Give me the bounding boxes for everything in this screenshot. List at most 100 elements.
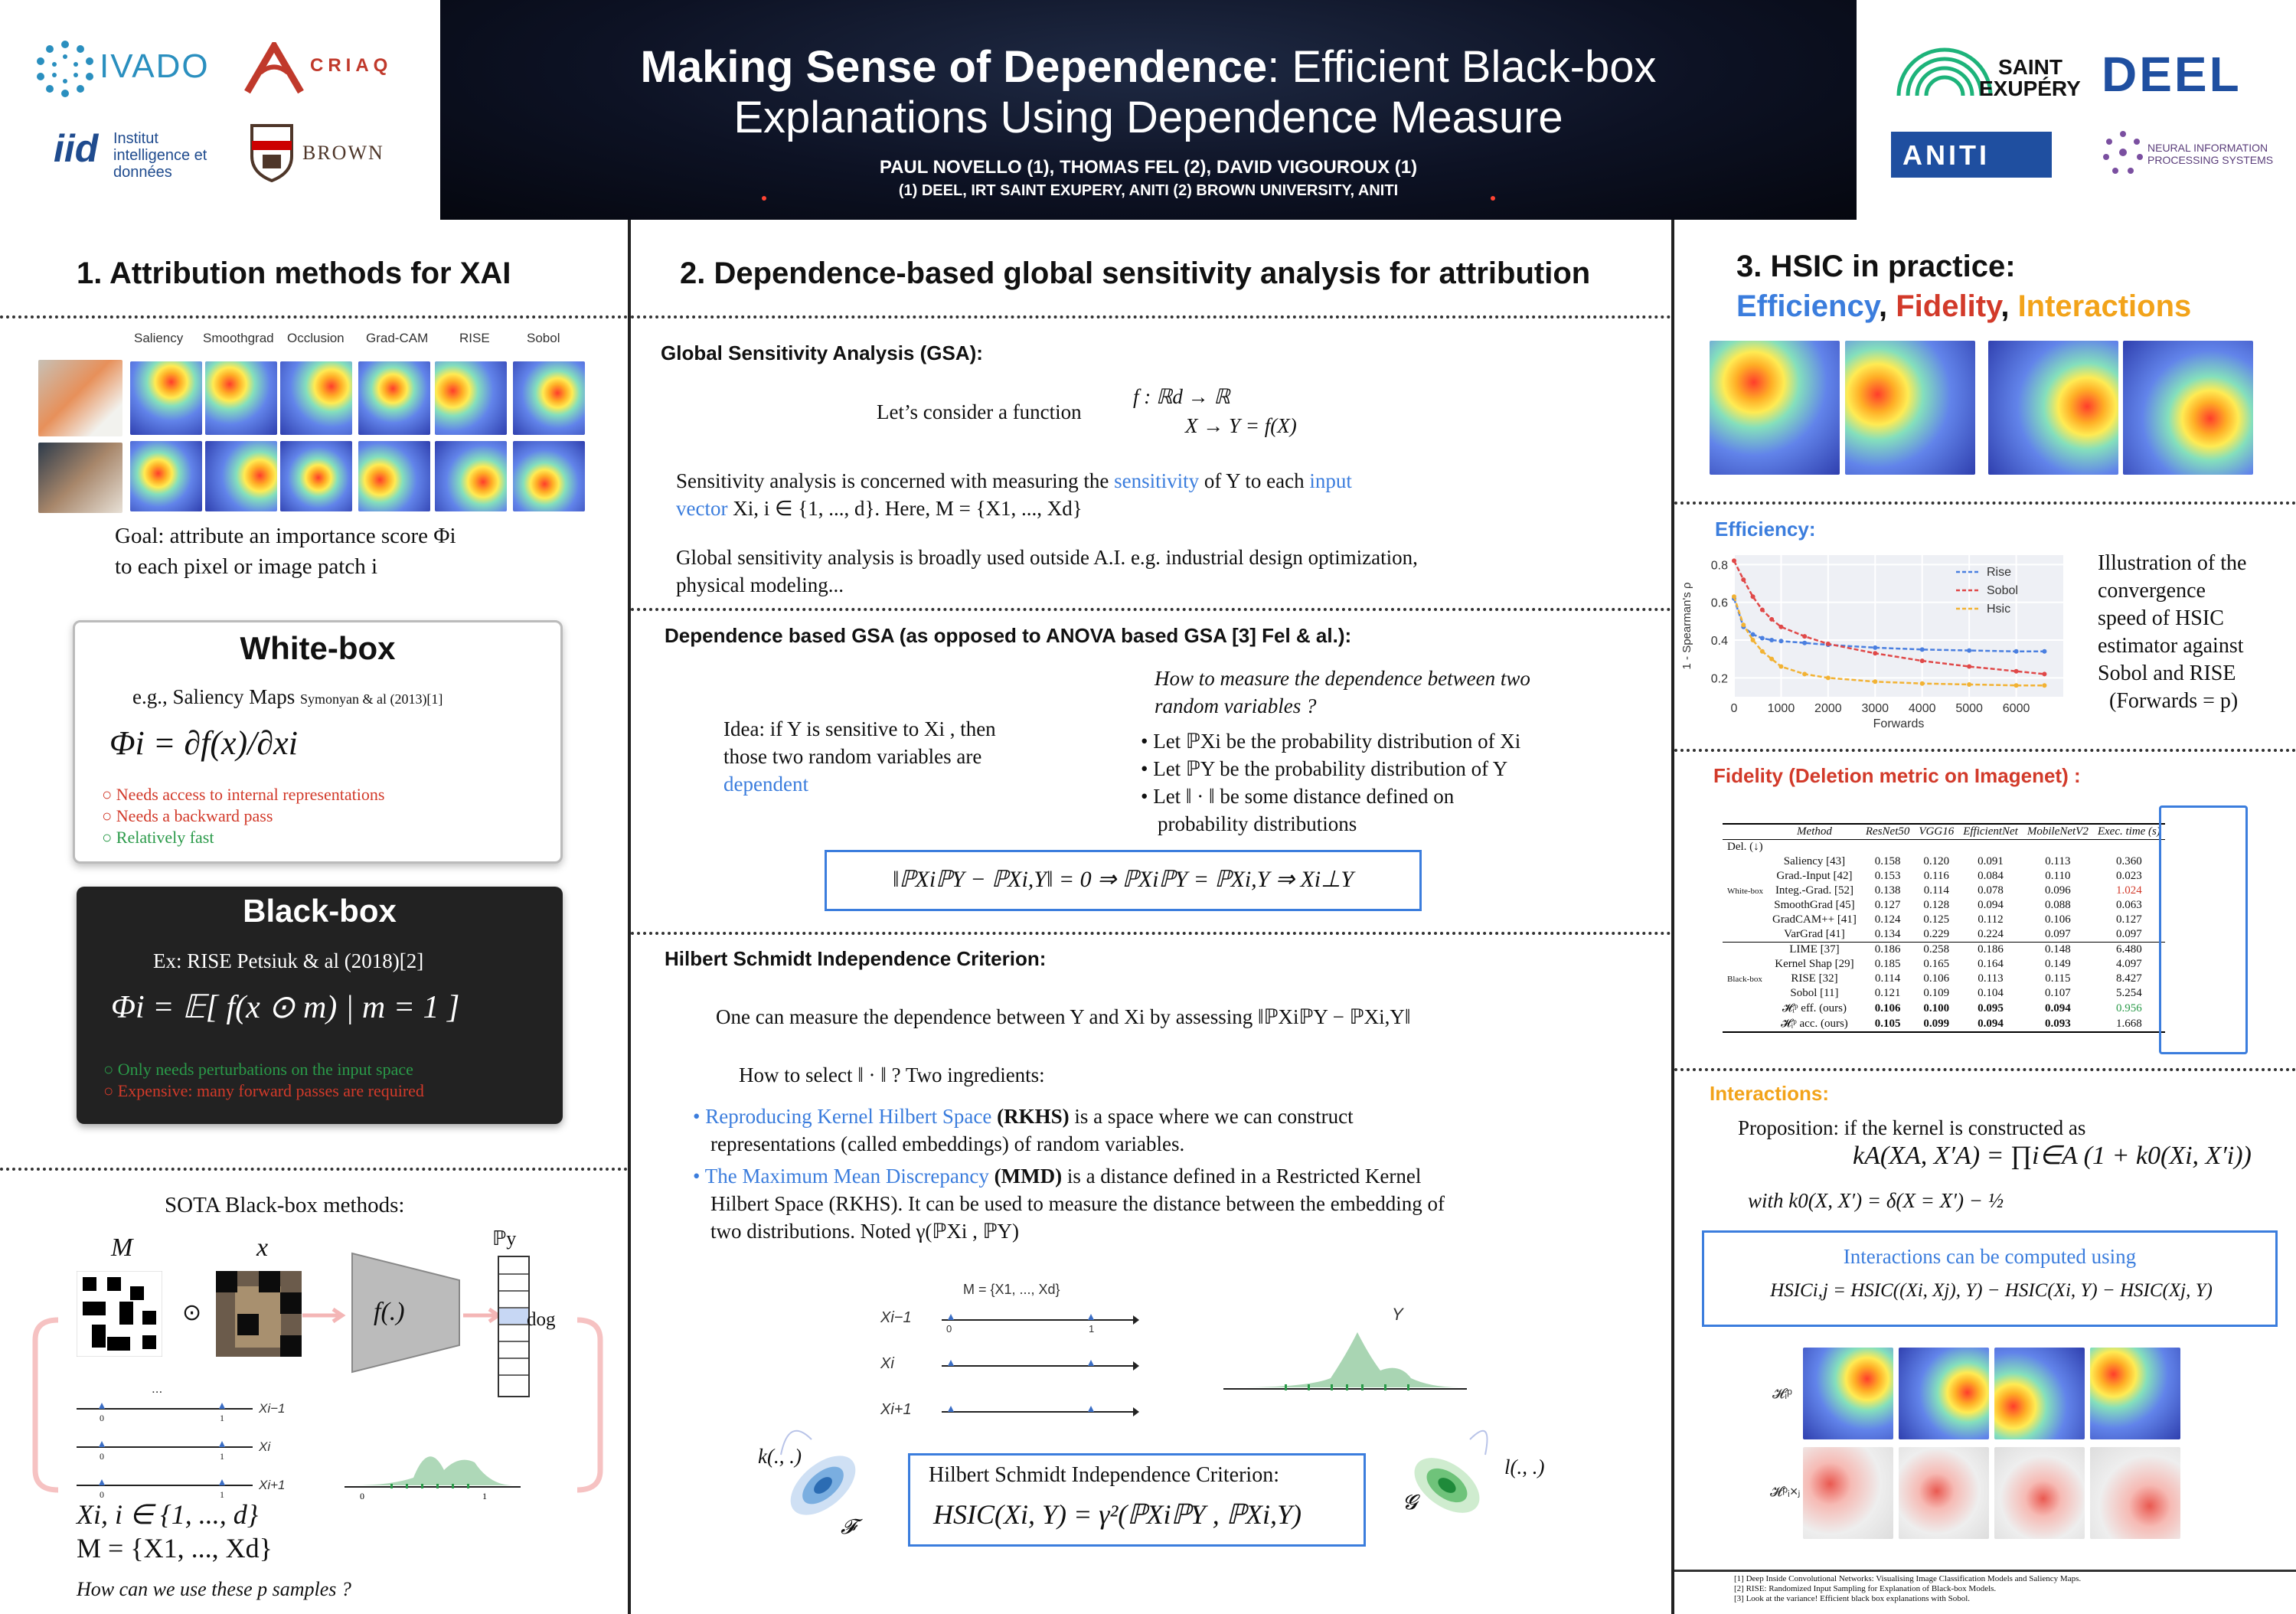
plot-area: [1734, 555, 2063, 697]
table-cell: 0.093: [2044, 1017, 2071, 1030]
ellipsis: ...: [152, 1381, 163, 1396]
input-label: x: [256, 1233, 269, 1262]
how-bullet2: • Let ℙY be the probability distribution…: [1141, 757, 1508, 780]
masked-dog-image: [216, 1271, 302, 1357]
saint-logo: SAINT: [1998, 55, 2062, 79]
xi-label: Xi: [259, 1439, 271, 1454]
m-set-label: M = {X1, ..., Xd}: [963, 1282, 1060, 1297]
table-cell: 5.254: [2115, 987, 2142, 999]
right-logos: SAINT EXUPÉRY DEEL ANITI NEURAL INFORMAT…: [1857, 0, 2296, 220]
kernel-with: with k0(X, X′) = δ(X = X′) − ½: [1748, 1189, 2004, 1212]
whitebox-card: White-box e.g., Saliency Maps Symonyan &…: [73, 620, 563, 864]
table-header-cell: ResNet50: [1865, 825, 1910, 838]
table-cell: [1723, 854, 1768, 869]
table-cell: 0.956: [2115, 1001, 2142, 1014]
y-tick-label: 0.8: [1711, 559, 1728, 572]
exupery-logo: EXUPÉRY: [1979, 77, 2081, 100]
blackbox-formula: Φi = 𝔼[ f(x ⊙ m) | m = 1 ]: [111, 990, 460, 1025]
data-point: [1741, 622, 1746, 628]
table-cell: 0.360: [2115, 855, 2142, 867]
y-tick-label: 0.6: [1711, 597, 1728, 610]
neurips-logo-icon: [2103, 131, 2143, 174]
data-point: [1873, 679, 1878, 684]
gsa-line2: physical modeling...: [676, 573, 844, 596]
divider: [631, 608, 1671, 611]
svg-text:0: 0: [100, 1413, 104, 1423]
table-cell: 0.078: [1978, 884, 2004, 897]
legend-label: Rise: [1987, 566, 2011, 579]
table-cell: Grad.-Input [42]: [1776, 870, 1853, 882]
table-cell: RISE [32]: [1791, 972, 1838, 985]
y-tick-label: 0.4: [1711, 635, 1728, 648]
divider: [1674, 502, 2296, 505]
data-point: [1769, 638, 1775, 642]
efficiency-text-line: (Forwards = p): [2109, 689, 2239, 713]
table-cell: [2023, 840, 2093, 855]
interactions-box-line2: HSICi,j = HSIC((Xi, Xj), Y) − HSIC(Xi, Y…: [1770, 1280, 2213, 1301]
data-point: [2013, 649, 2019, 654]
table-cell: 0.134: [1874, 928, 1901, 940]
table-cell: 0.229: [1923, 928, 1950, 940]
data-point: [1802, 634, 1808, 639]
efficiency-text-line: speed of HSIC: [2098, 606, 2224, 630]
divider: [1674, 1570, 2296, 1572]
table-cell: SmoothGrad [45]: [1774, 899, 1855, 911]
brown-shield-icon: [250, 124, 293, 182]
odot-operator: ⊙: [182, 1300, 202, 1325]
iid-logo: Institut intelligence et données: [113, 130, 207, 181]
one-tick: 1: [1089, 1323, 1095, 1335]
practice-heatmap: [2123, 341, 2253, 475]
whitebox-formula: Φi = ∂f(x)/∂xi: [109, 724, 298, 762]
references: [1] Deep Inside Convolutional Networks: …: [1734, 1574, 2081, 1604]
decor-dot: [1491, 196, 1495, 201]
attribution-heatmap: [130, 441, 202, 511]
table-cell: 0.094: [1978, 1017, 2004, 1030]
table-cell: 0.094: [2044, 1001, 2071, 1014]
data-point: [2042, 649, 2047, 654]
data-point: [2042, 671, 2047, 677]
attribution-heatmap: [130, 361, 202, 435]
table-header-cell: [1723, 824, 1768, 840]
table-cell: 0.120: [1923, 855, 1950, 867]
table-cell: 0.097: [2115, 928, 2142, 940]
data-point: [1873, 651, 1878, 656]
goal-line2: to each pixel or image patch i: [115, 554, 378, 579]
hsic-heatmap: [1899, 1348, 1989, 1439]
svg-text:1: 1: [220, 1489, 224, 1500]
blackbox-card: Black-box Ex: RISE Petsiuk & al (2018)[2…: [77, 887, 563, 1124]
xi-minus-label: Xi−1: [259, 1401, 286, 1416]
data-point: [1750, 638, 1755, 642]
table-cell: Black-box: [1727, 974, 1762, 984]
table-cell: 0.148: [2044, 943, 2071, 956]
data-point: [1802, 640, 1808, 645]
table-cell: 0.107: [2044, 987, 2071, 999]
xi-label: Xi: [880, 1355, 894, 1372]
data-point: [1919, 681, 1925, 686]
table-header-cell: EfficientNet: [1963, 825, 2018, 838]
sota-line2: M = {X1, ..., Xd}: [77, 1533, 273, 1563]
table-cell: 0.224: [1978, 928, 2004, 940]
criaq-logo-icon: [244, 42, 304, 94]
dependence-formula-box: ‖ℙXiℙY − ℙXi,Y‖ = 0 ⇒ ℙXiℙY = ℙXi,Y ⇒ Xi…: [825, 850, 1422, 911]
table-cell: 1.668: [2115, 1017, 2142, 1030]
interaction-heatmap: [2090, 1447, 2180, 1539]
table-cell: 0.106: [1923, 972, 1950, 985]
table-cell: 0.115: [2045, 972, 2071, 985]
attribution-heatmap: [358, 441, 430, 511]
zero-tick: 0: [946, 1323, 952, 1335]
table-cell: 8.427: [2115, 972, 2142, 985]
data-point: [1750, 632, 1755, 637]
table-cell: [1723, 957, 1768, 972]
table-cell: Integ.-Grad. [52]: [1775, 884, 1853, 897]
data-point: [1825, 675, 1831, 681]
table-cell: 0.106: [2044, 913, 2071, 926]
table-cell: 0.113: [1978, 972, 2004, 985]
sensitivity-line2: vector Xi, i ∈ {1, ..., d}. Here, M = {X…: [676, 497, 1083, 520]
